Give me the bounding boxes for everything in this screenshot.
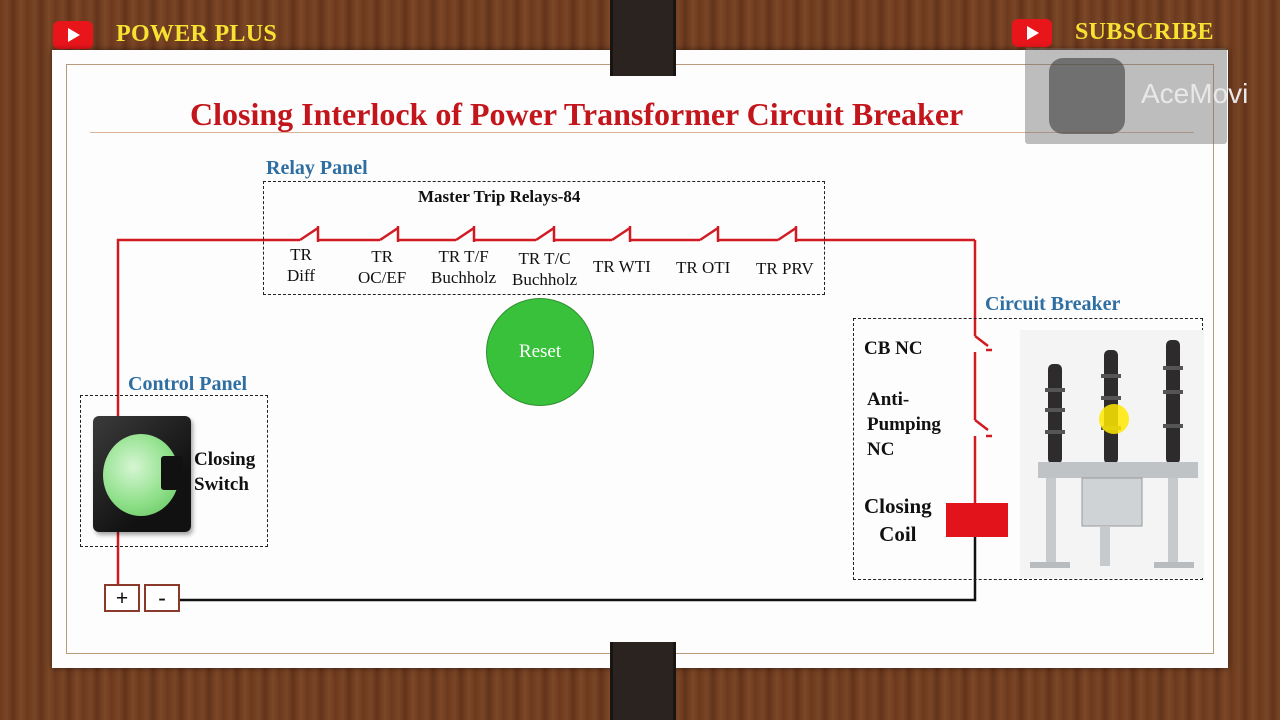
master-trip-heading: Master Trip Relays-84 <box>418 187 581 206</box>
acemovi-watermark: AceMovi <box>1025 48 1248 144</box>
closing-switch[interactable] <box>93 416 191 532</box>
contact-label-tr-prv: TR PRV <box>756 259 814 278</box>
watermark-text: AceMovi <box>1141 78 1249 109</box>
title-underline <box>90 132 1194 133</box>
circuit-breaker-label: Circuit Breaker <box>985 293 1121 315</box>
negative-wire <box>180 537 977 602</box>
bottom-clip <box>610 642 676 720</box>
breaker-nc-contacts <box>973 240 992 503</box>
relay-panel-box <box>263 181 825 295</box>
page-title: Closing Interlock of Power Transformer C… <box>190 96 964 132</box>
switch-handle <box>161 456 183 490</box>
contact-label-tr-wti: TR WTI <box>593 257 651 276</box>
positive-terminal: + <box>104 584 140 612</box>
relay-contact-series <box>290 226 975 242</box>
subscribe-label[interactable]: SUBSCRIBE <box>1075 19 1214 45</box>
top-clip <box>610 0 676 76</box>
closing-coil <box>946 503 1008 537</box>
youtube-play-icon <box>53 21 93 49</box>
control-panel-label: Control Panel <box>128 373 248 395</box>
negative-terminal: - <box>144 584 180 612</box>
pointer-highlight-icon <box>1099 404 1129 434</box>
reset-button[interactable]: Reset <box>486 298 594 406</box>
contact-label-tr-oti: TR OTI <box>676 258 731 277</box>
channel-name: POWER PLUS <box>116 21 278 47</box>
cb-nc-label: CB NC <box>864 338 923 359</box>
youtube-play-icon <box>1012 19 1052 47</box>
positive-wire <box>116 238 290 440</box>
relay-panel-label: Relay Panel <box>266 157 368 179</box>
circuit-breaker-image <box>1020 330 1204 578</box>
acemovi-logo-icon <box>1049 58 1125 134</box>
control-panel-box <box>80 395 268 547</box>
